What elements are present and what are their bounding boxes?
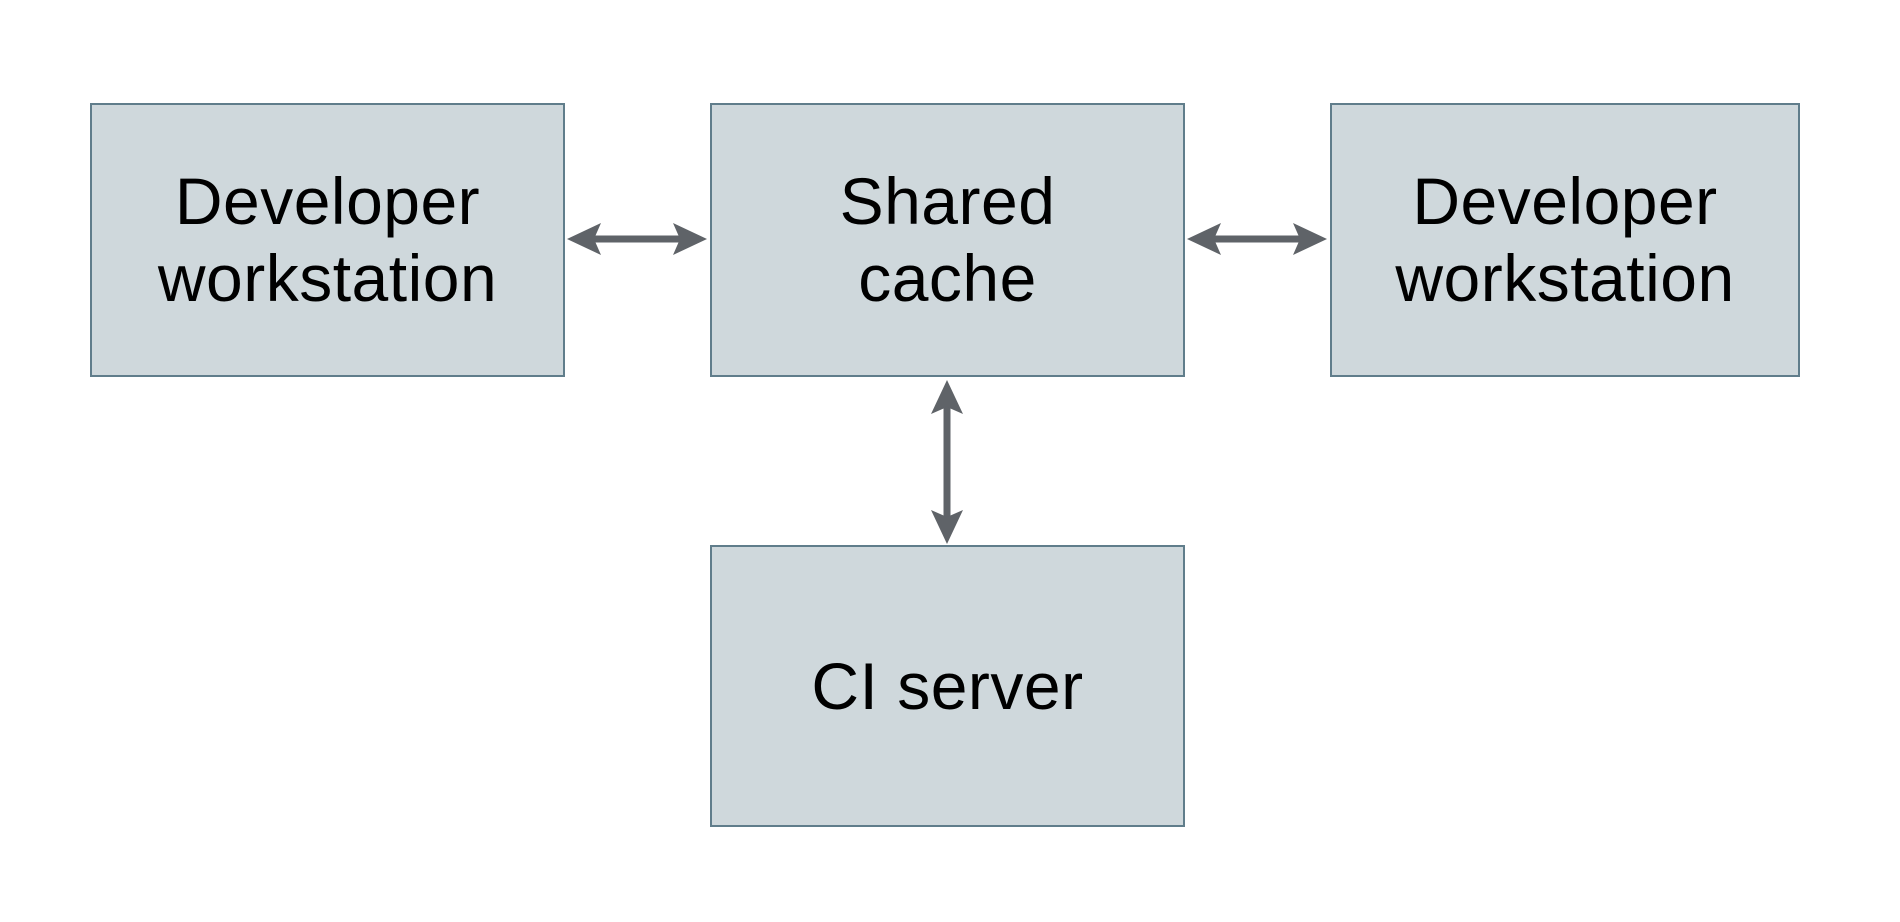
node-developer-workstation-left: Developer workstation — [90, 103, 565, 377]
arrowhead-down-icon — [931, 510, 963, 544]
arrowhead-up-icon — [931, 380, 963, 414]
node-label-shared-cache: Shared cache — [839, 164, 1056, 315]
node-label-developer-workstation-left: Developer workstation — [157, 164, 498, 315]
arrowhead-right-icon — [1293, 223, 1327, 255]
node-label-developer-workstation-right: Developer workstation — [1395, 164, 1735, 315]
node-shared-cache: Shared cache — [710, 103, 1185, 377]
bidirectional-arrow-left-to-center — [567, 223, 707, 255]
arrowhead-left-icon — [1187, 223, 1221, 255]
node-developer-workstation-right: Developer workstation — [1330, 103, 1800, 377]
arrowhead-left-icon — [567, 223, 601, 255]
bidirectional-arrow-center-to-right — [1187, 223, 1327, 255]
arrowhead-right-icon — [673, 223, 707, 255]
bidirectional-arrow-center-to-ci-server — [931, 380, 963, 544]
node-label-ci-server: CI server — [811, 648, 1084, 723]
node-ci-server: CI server — [710, 545, 1185, 827]
